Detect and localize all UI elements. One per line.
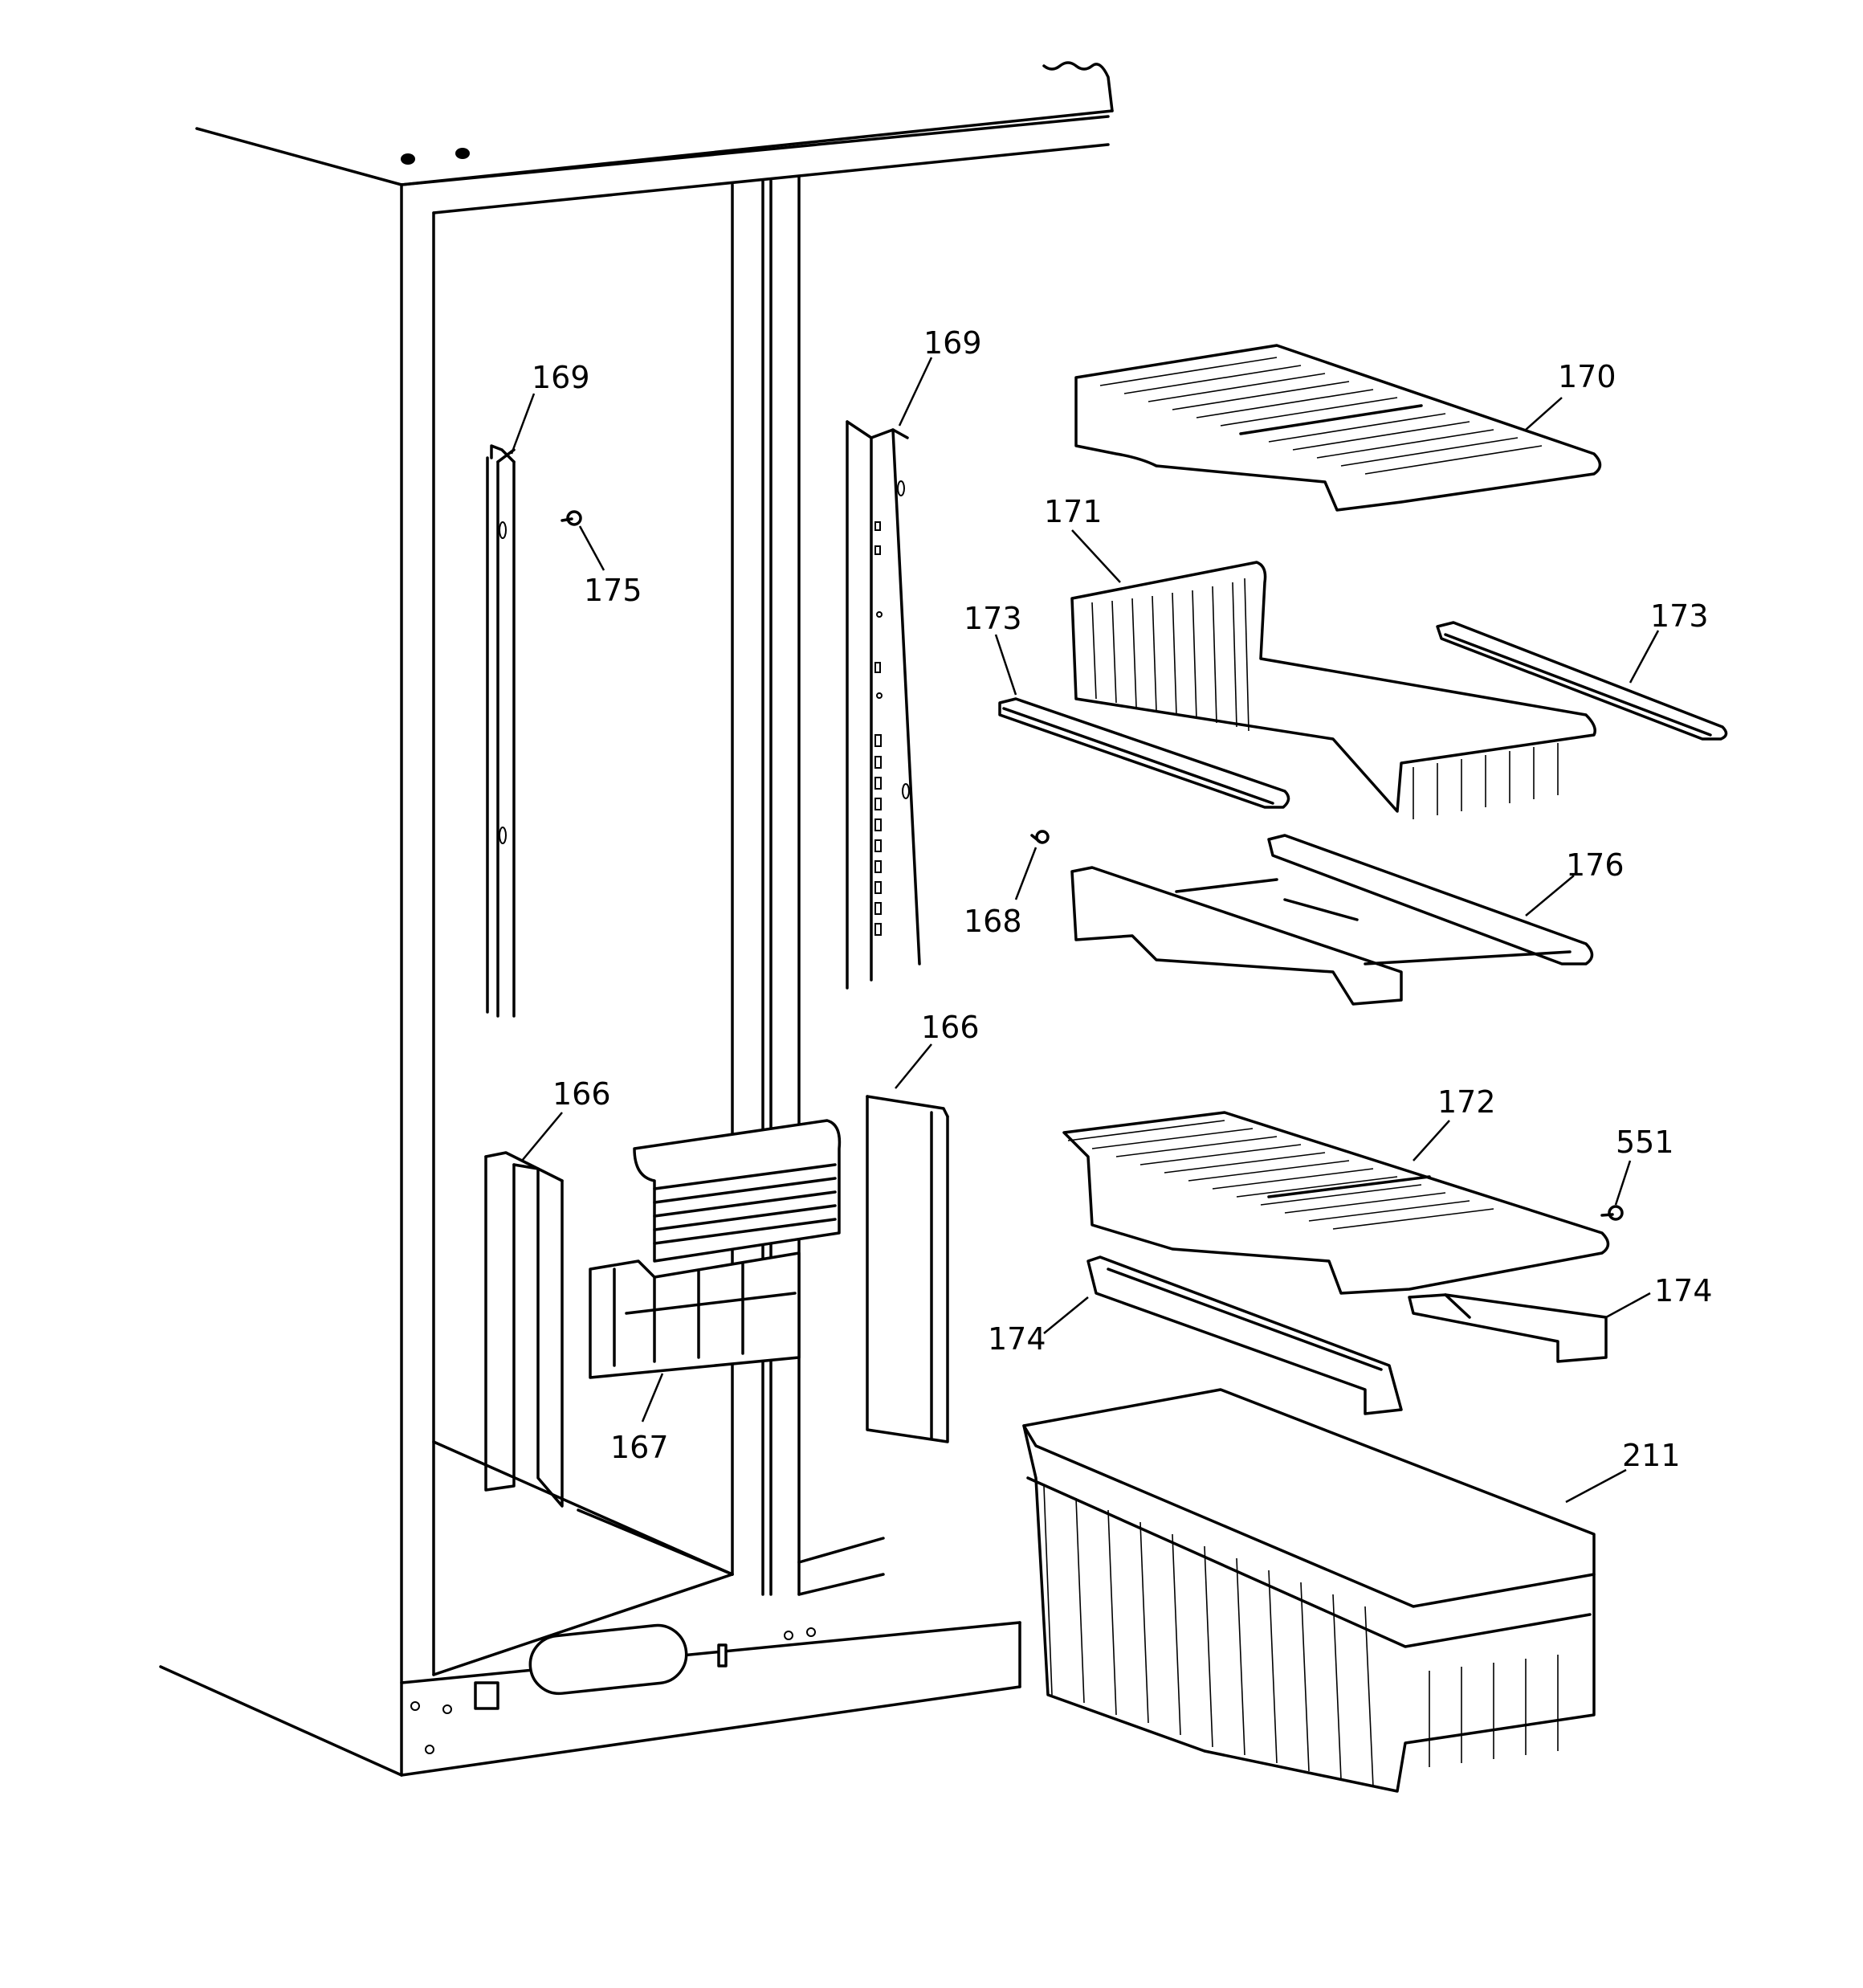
callout-166-right: 166 (921, 1010, 980, 1045)
basket-211 (1022, 1388, 1596, 1793)
screw-175 (561, 510, 582, 526)
callout-169-right: 169 (923, 325, 982, 361)
slide-173-left (998, 697, 1290, 809)
callout-labels: 169 169 175 170 171 173 173 168 176 166 … (532, 325, 1713, 1473)
slide-174-left (1086, 1255, 1403, 1415)
callout-174-right: 174 (1654, 1273, 1713, 1308)
callout-169-left: 169 (532, 360, 590, 395)
callout-168: 168 (964, 904, 1022, 939)
shelf-172 (1062, 1111, 1610, 1295)
callout-175: 175 (584, 573, 642, 608)
callout-173-right: 173 (1650, 598, 1709, 634)
shelf-support-rail-right (846, 420, 921, 990)
shelf-frame-176 (1070, 834, 1594, 1006)
callout-174-left: 174 (988, 1321, 1046, 1357)
shelf-170 (1074, 344, 1602, 512)
callout-551: 551 (1616, 1125, 1674, 1160)
leader-lines (510, 357, 1660, 1504)
callout-170: 170 (1558, 359, 1616, 394)
callout-166-left: 166 (552, 1076, 611, 1112)
trim-166-right (866, 1095, 949, 1443)
callout-211: 211 (1622, 1438, 1681, 1473)
callout-176: 176 (1566, 847, 1625, 883)
callout-172: 172 (1437, 1084, 1496, 1120)
grille-167 (589, 1119, 842, 1379)
callout-173-left: 173 (964, 601, 1022, 636)
callout-171: 171 (1044, 494, 1103, 529)
slide-173-right (1436, 621, 1728, 741)
screw-168 (1030, 830, 1050, 844)
callout-167: 167 (610, 1430, 669, 1465)
slide-174-right (1408, 1293, 1608, 1363)
screw-551 (1600, 1205, 1624, 1221)
basket-171 (1070, 561, 1596, 819)
trim-166-left (484, 1151, 564, 1508)
shelf-support-rail-left (486, 444, 516, 1018)
